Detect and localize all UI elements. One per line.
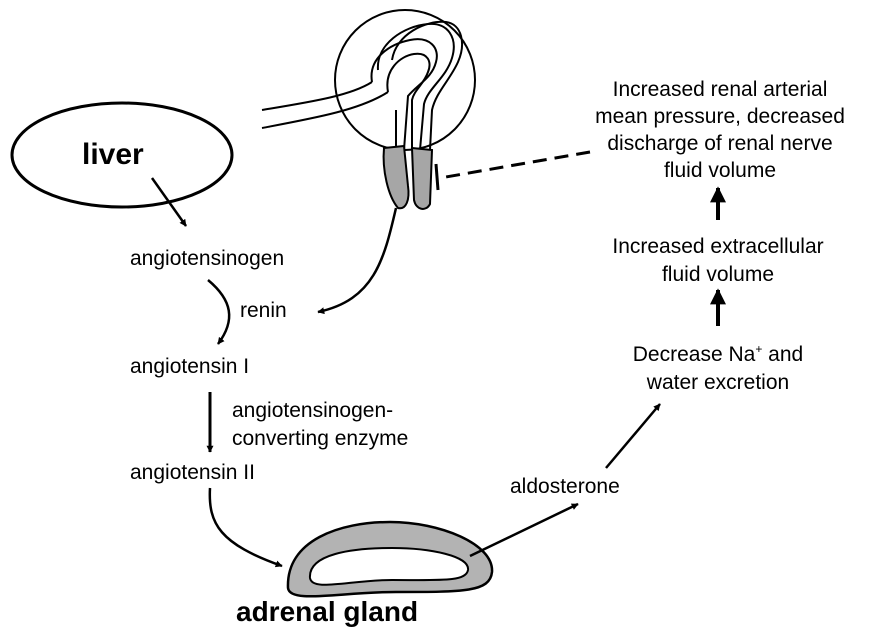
renal-line4: fluid volume — [580, 158, 860, 183]
renal-pressure-label: Increased renal arterial mean pressure, … — [580, 77, 860, 183]
inhibition-bar — [436, 164, 438, 190]
ecf-line1: Increased extracellular — [588, 234, 848, 259]
juxtaglomerular-cells — [384, 146, 409, 208]
arrow-liver-to-angiotensinogen — [152, 178, 186, 226]
renal-line2: mean pressure, decreased — [580, 104, 860, 129]
adrenal-gland-label: adrenal gland — [236, 596, 418, 628]
arrow-aldosterone-to-na — [606, 404, 660, 468]
ace-label-line1: angiotensinogen- — [232, 398, 393, 423]
angiotensin-2-label: angiotensin II — [130, 460, 255, 485]
arrow-renin-release — [318, 208, 396, 312]
angiotensinogen-label: angiotensinogen — [130, 246, 284, 271]
aldosterone-label: aldosterone — [510, 474, 620, 499]
adrenal-gland-inner — [310, 548, 468, 585]
ace-label-line2: converting enzyme — [232, 426, 408, 451]
angiotensin-1-label: angiotensin I — [130, 354, 249, 379]
inhibition-line — [440, 152, 590, 178]
arrow-to-angiotensin-1 — [208, 280, 229, 344]
ecf-volume-label: Increased extracellular fluid volume — [588, 234, 848, 287]
na-excretion-label: Decrease Na+ and water excretion — [598, 342, 838, 395]
nephron-icon — [262, 10, 475, 150]
ecf-line2: fluid volume — [588, 262, 848, 287]
na-line1: Decrease Na+ and — [598, 342, 838, 367]
arrow-to-adrenal — [210, 488, 282, 566]
renal-line3: discharge of renal nerve — [580, 131, 860, 156]
renal-line1: Increased renal arterial — [580, 77, 860, 102]
arrow-adrenal-to-aldosterone — [470, 504, 578, 556]
liver-label: liver — [82, 138, 144, 172]
renin-label: renin — [240, 298, 287, 323]
macula-densa — [412, 148, 432, 209]
na-line2: water excretion — [598, 370, 838, 395]
